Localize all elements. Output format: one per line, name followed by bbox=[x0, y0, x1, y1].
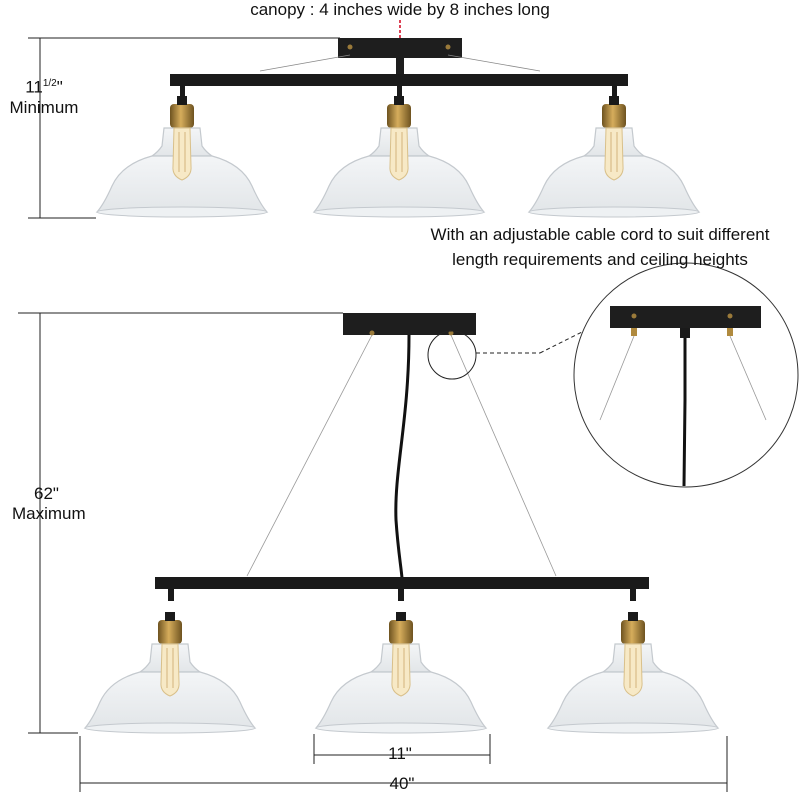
power-cord bbox=[394, 334, 411, 579]
glass-shade bbox=[96, 95, 268, 218]
total-width-label: 40" bbox=[389, 774, 415, 793]
canopy bbox=[338, 38, 462, 58]
canopy-cable-detail-inset bbox=[573, 262, 799, 488]
minimum-height-value: 111/2" bbox=[25, 77, 63, 97]
canopy-size-note: canopy : 4 inches wide by 8 inches long bbox=[250, 0, 550, 19]
glass-shade bbox=[84, 611, 256, 734]
minimum-height-label: 111/2" Minimum bbox=[4, 74, 84, 118]
glass-shade bbox=[313, 95, 485, 218]
maximum-height-value: 62" bbox=[34, 484, 59, 503]
maximum-height-word: Maximum bbox=[12, 504, 86, 523]
canopy bbox=[343, 313, 476, 335]
shade-width-label: 11" bbox=[388, 744, 412, 763]
detail-callout-circle bbox=[427, 330, 477, 380]
glass-shade bbox=[315, 611, 487, 734]
adjustable-cable-note: With an adjustable cable cord to suit di… bbox=[430, 225, 770, 269]
fixture-bar bbox=[155, 577, 649, 589]
fixture-bar bbox=[170, 74, 628, 86]
maximum-height-label: 62" Maximum bbox=[12, 484, 102, 524]
glass-shade bbox=[528, 95, 700, 218]
minimum-height-view bbox=[28, 20, 700, 219]
maximum-height-view bbox=[18, 312, 728, 792]
glass-shade bbox=[547, 611, 719, 734]
minimum-height-word: Minimum bbox=[9, 97, 79, 117]
